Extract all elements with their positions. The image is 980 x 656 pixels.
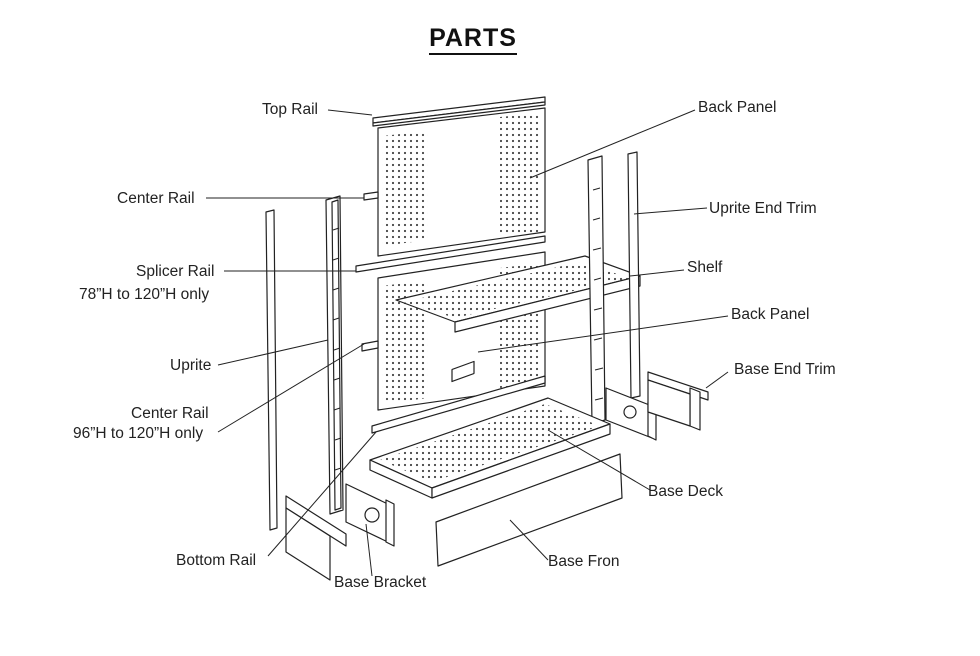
label-bottom-rail: Bottom Rail: [176, 552, 257, 569]
label-base-end-trim: Base End Trim: [734, 361, 836, 378]
uprite-right-part: [587, 155, 606, 425]
top-rail-part: [372, 96, 546, 127]
label-center-rail-2-note: 96”H to 120”H only: [73, 425, 204, 442]
uprite-end-trim-left: [265, 209, 278, 531]
label-uprite-end-trim: Uprite End Trim: [709, 200, 817, 217]
label-back-panel-upper: Back Panel: [698, 99, 777, 116]
diagram-title: PARTS: [0, 24, 946, 55]
base-end-trim-left-part: [285, 495, 347, 581]
base-front-part: [435, 360, 623, 567]
label-base-bracket: Base Bracket: [334, 574, 427, 591]
label-base-front: Base Fron: [548, 553, 620, 570]
back-panel-upper-part: [377, 107, 546, 257]
label-splicer-rail: Splicer Rail: [136, 263, 215, 280]
label-shelf: Shelf: [687, 259, 723, 276]
label-center-rail: Center Rail: [117, 190, 195, 207]
blur-overlay-bottom: [0, 596, 980, 656]
center-rail-part: [363, 191, 379, 201]
base-end-trim-part: [647, 371, 709, 431]
base-bracket-left-part: [345, 483, 395, 547]
center-rail-2-part: [361, 340, 379, 352]
splicer-rail-part: [355, 235, 546, 273]
label-center-rail-2: Center Rail: [131, 405, 209, 422]
base-deck-part: [369, 397, 611, 499]
label-top-rail: Top Rail: [262, 101, 318, 118]
label-splicer-rail-note: 78”H to 120”H only: [79, 286, 210, 303]
uprite-left-part: [325, 195, 344, 515]
label-back-panel-lower: Back Panel: [731, 306, 810, 323]
leader-lines: [206, 109, 729, 577]
bottom-rail-part: [371, 375, 546, 434]
label-uprite: Uprite: [170, 357, 212, 374]
label-base-deck: Base Deck: [648, 483, 723, 500]
